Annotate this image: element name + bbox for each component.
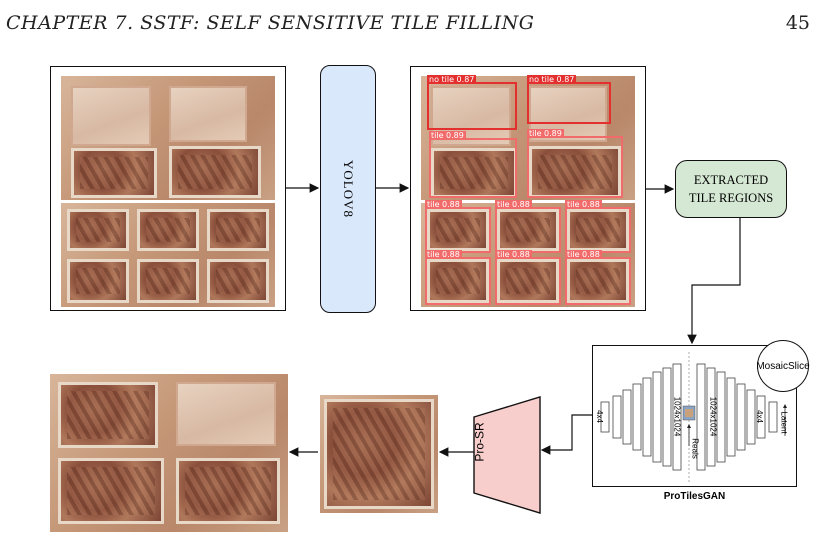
detection-box-no-tile: no tile 0.87 — [527, 75, 611, 124]
gan-architecture-diagram — [600, 352, 787, 482]
detection-label: tile 0.88 — [495, 200, 532, 209]
terracotta-tile — [67, 209, 129, 251]
detection-box-tile: tile 0.89 — [429, 131, 517, 198]
protilesgan-panel: 4x4 1024x1024 Reals 1024x1024 4x4 Latent — [592, 345, 797, 487]
terracotta-tile — [324, 399, 434, 509]
detection-label: tile 0.88 — [425, 200, 462, 209]
detection-label: tile 0.88 — [565, 200, 602, 209]
terracotta-tile — [176, 458, 280, 524]
detection-label: tile 0.88 — [495, 250, 532, 259]
extracted-tile-regions-box: EXTRACTED TILE REGIONS — [675, 160, 787, 218]
detection-image-panel: no tile 0.87 no tile 0.87 tile 0.89 tile… — [410, 66, 646, 311]
terracotta-tile — [137, 209, 199, 251]
terracotta-tile — [427, 209, 489, 251]
protilesgan-caption: ProTilesGAN — [663, 491, 726, 502]
detection-label: tile 0.89 — [527, 129, 564, 138]
detection-label: no tile 0.87 — [527, 75, 577, 84]
terracotta-tile — [71, 148, 157, 198]
refined-tile-image — [320, 395, 438, 513]
detection-wall-bottom-photo: tile 0.88 tile 0.88 tile 0.88 tile 0.88 … — [421, 200, 635, 307]
terracotta-tile — [207, 209, 269, 251]
arrow-extract-to-gan — [687, 218, 741, 345]
detection-label: tile 0.88 — [425, 250, 462, 259]
input-wall-bottom-photo — [61, 203, 275, 307]
detection-box-tile: tile 0.88 — [425, 250, 491, 305]
page-number: 45 — [785, 12, 810, 34]
detection-box-tile: tile 0.88 — [565, 250, 631, 305]
yolov8-model-box: YOLOV8 — [320, 65, 376, 313]
terracotta-tile — [431, 148, 517, 198]
terracotta-tile — [67, 259, 129, 303]
empty-tile-slot — [169, 86, 247, 142]
empty-tile-slot — [176, 382, 276, 446]
mosaicslice-circle: MosaicSlice — [756, 340, 810, 392]
terracotta-tile — [58, 458, 164, 524]
terracotta-tile — [567, 259, 629, 303]
detection-label: tile 0.89 — [429, 131, 466, 140]
arrow-gan-to-prosr — [540, 414, 592, 455]
terracotta-tile — [497, 259, 559, 303]
detection-label: no tile 0.87 — [427, 75, 477, 84]
terracotta-tile — [567, 209, 629, 251]
detection-box-tile: tile 0.88 — [495, 250, 561, 305]
terracotta-tile — [427, 259, 489, 303]
detection-box-no-tile: no tile 0.87 — [427, 75, 517, 130]
terracotta-tile — [137, 259, 199, 303]
input-image-panel — [50, 66, 286, 311]
terracotta-tile — [58, 382, 158, 448]
detection-box-tile: tile 0.89 — [527, 129, 623, 198]
terracotta-tile — [169, 146, 261, 198]
output-wall-image — [50, 374, 288, 532]
input-wall-top-photo — [61, 76, 275, 200]
terracotta-tile — [497, 209, 559, 251]
detection-label: tile 0.88 — [565, 250, 602, 259]
extracted-tile-regions-label: EXTRACTED TILE REGIONS — [688, 173, 774, 205]
pro-sr-block — [473, 396, 541, 514]
empty-tile-slot — [71, 86, 151, 146]
chapter-title: CHAPTER 7. SSTF: SELF SENSITIVE TILE FIL… — [6, 12, 535, 34]
discriminator-stack — [600, 363, 682, 471]
terracotta-tile — [207, 259, 269, 303]
generator-stack — [696, 363, 778, 471]
detection-wall-top-photo: no tile 0.87 no tile 0.87 tile 0.89 tile… — [421, 75, 635, 200]
